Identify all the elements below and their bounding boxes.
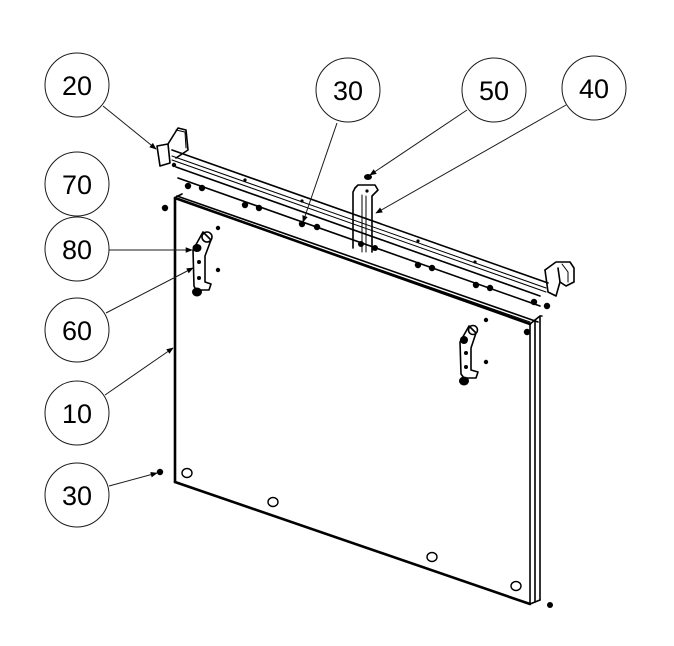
balloon-30-bottom: 30 xyxy=(44,462,110,528)
center-bracket xyxy=(352,174,379,253)
balloon-label: 80 xyxy=(62,235,92,265)
balloon-label: 30 xyxy=(62,481,92,511)
balloon-30-top: 30 xyxy=(315,57,381,123)
balloon-10: 10 xyxy=(44,380,110,446)
panel xyxy=(173,193,543,606)
balloon-label: 40 xyxy=(579,74,609,104)
balloon-label: 10 xyxy=(62,399,92,429)
top-rail xyxy=(171,149,549,307)
balloon-20: 20 xyxy=(44,52,110,118)
right-hinge-bracket xyxy=(459,324,479,386)
balloon-80: 80 xyxy=(44,216,110,282)
right-end-hook xyxy=(544,261,575,297)
balloon-70: 70 xyxy=(44,151,110,217)
balloon-label: 70 xyxy=(62,170,92,200)
balloon-50: 50 xyxy=(461,57,527,123)
balloon-60: 60 xyxy=(44,297,110,363)
balloon-label: 50 xyxy=(479,76,509,106)
fastener-dots xyxy=(156,182,553,608)
balloon-label: 30 xyxy=(333,76,363,106)
left-hinge-bracket xyxy=(192,231,213,297)
balloon-label: 20 xyxy=(62,71,92,101)
left-end-hook xyxy=(156,127,189,168)
balloon-label: 60 xyxy=(62,316,92,346)
leader-lines xyxy=(102,104,567,487)
balloon-40: 40 xyxy=(561,55,627,121)
